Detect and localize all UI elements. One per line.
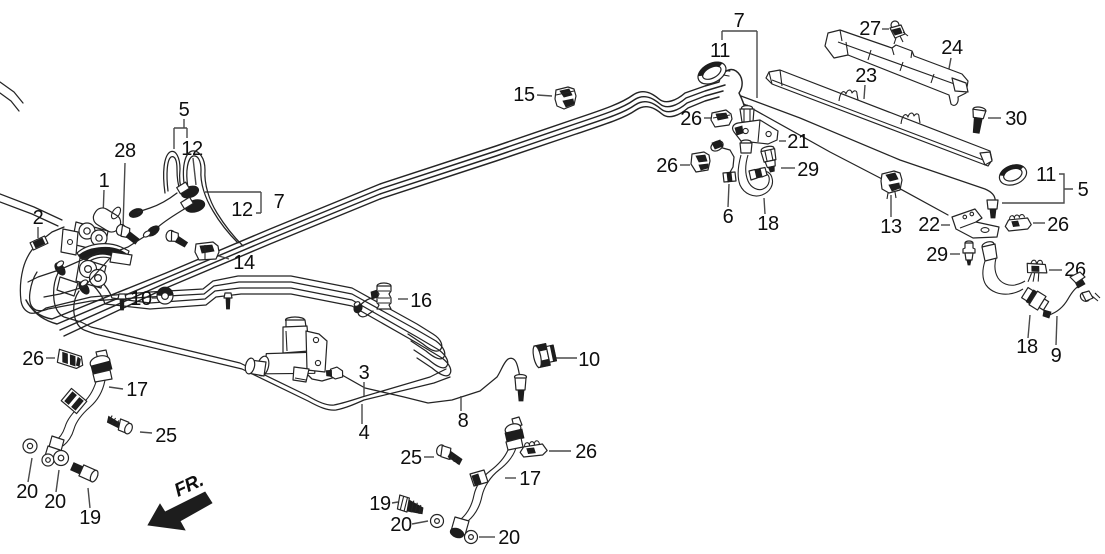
- svg-text:13: 13: [880, 216, 902, 238]
- svg-text:19: 19: [79, 507, 101, 529]
- svg-text:23: 23: [855, 65, 877, 87]
- svg-text:3: 3: [359, 362, 370, 384]
- svg-text:17: 17: [126, 379, 148, 401]
- svg-text:17: 17: [519, 468, 541, 490]
- svg-text:25: 25: [400, 447, 422, 469]
- svg-text:8: 8: [458, 410, 469, 432]
- svg-text:27: 27: [859, 18, 881, 40]
- svg-text:22: 22: [918, 214, 940, 236]
- svg-text:6: 6: [723, 206, 734, 228]
- svg-text:20: 20: [390, 514, 412, 536]
- svg-text:19: 19: [369, 493, 391, 515]
- svg-text:11: 11: [710, 40, 730, 62]
- svg-text:12: 12: [231, 199, 253, 221]
- svg-text:16: 16: [410, 290, 432, 312]
- svg-text:7: 7: [734, 10, 745, 32]
- svg-text:7: 7: [274, 191, 285, 213]
- svg-text:26: 26: [22, 348, 44, 370]
- svg-text:10: 10: [578, 349, 600, 371]
- svg-text:18: 18: [757, 213, 779, 235]
- svg-text:29: 29: [926, 244, 948, 266]
- svg-text:14: 14: [233, 252, 255, 274]
- svg-text:9: 9: [1051, 345, 1062, 367]
- svg-text:25: 25: [155, 425, 177, 447]
- svg-text:20: 20: [16, 481, 38, 503]
- svg-text:30: 30: [1005, 108, 1027, 130]
- svg-text:10: 10: [130, 288, 152, 310]
- svg-text:26: 26: [656, 155, 678, 177]
- svg-text:5: 5: [179, 99, 190, 121]
- svg-text:20: 20: [498, 527, 520, 549]
- svg-text:26: 26: [680, 108, 702, 130]
- svg-text:2: 2: [33, 207, 44, 229]
- svg-text:18: 18: [1016, 336, 1038, 358]
- svg-text:26: 26: [1047, 214, 1069, 236]
- svg-text:28: 28: [114, 140, 136, 162]
- svg-text:5: 5: [1078, 179, 1089, 201]
- svg-text:4: 4: [359, 422, 370, 444]
- svg-text:20: 20: [44, 491, 66, 513]
- svg-text:24: 24: [941, 37, 963, 59]
- svg-text:11: 11: [1036, 164, 1056, 186]
- svg-text:1: 1: [99, 170, 110, 192]
- svg-text:26: 26: [575, 441, 597, 463]
- svg-text:15: 15: [513, 84, 535, 106]
- svg-text:21: 21: [787, 131, 809, 153]
- svg-text:29: 29: [797, 159, 819, 181]
